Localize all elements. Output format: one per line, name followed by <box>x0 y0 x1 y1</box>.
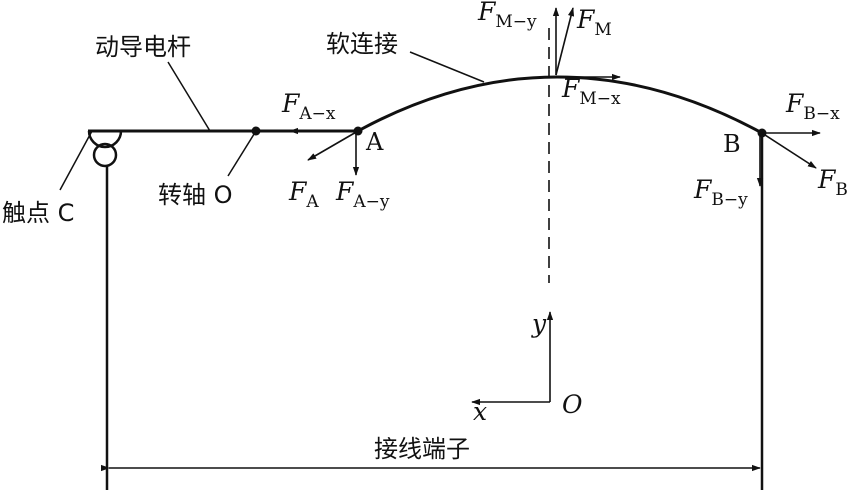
leader-pivot <box>227 130 257 177</box>
arrow-fm <box>555 7 575 76</box>
label-fb: FB <box>817 165 848 200</box>
label-fa-y: FA−y <box>335 177 390 212</box>
label-pivot: 转轴 O <box>158 181 233 209</box>
leader-moving-rod <box>167 61 211 132</box>
label-axis-x: x <box>473 397 487 426</box>
arrow-fa <box>307 130 359 161</box>
label-origin: O <box>562 390 583 419</box>
label-fb-x: FB−x <box>785 89 840 124</box>
contact-half-circle <box>87 130 123 149</box>
label-moving-rod: 动导电杆 <box>95 33 191 61</box>
label-fm: FM <box>576 5 612 40</box>
label-fa-x: FA−x <box>281 89 336 124</box>
soft-connection-arc <box>357 75 763 135</box>
label-fb-y: FB−y <box>693 175 748 210</box>
label-terminal: 接线端子 <box>374 435 470 463</box>
label-fa: FA <box>288 177 319 212</box>
label-fm-x: FM−x <box>561 74 621 109</box>
label-point-b: B <box>723 130 741 158</box>
label-contact: 触点 C <box>2 199 74 227</box>
label-point-a: A <box>365 128 384 156</box>
label-soft-connection: 软连接 <box>326 30 398 58</box>
leader-contact <box>59 130 93 191</box>
contact-circle <box>92 142 118 168</box>
label-axis-y: y <box>531 309 547 338</box>
leader-soft-connection <box>409 51 485 83</box>
label-fm-y: FM−y <box>477 0 537 32</box>
arrow-fb <box>761 132 817 169</box>
